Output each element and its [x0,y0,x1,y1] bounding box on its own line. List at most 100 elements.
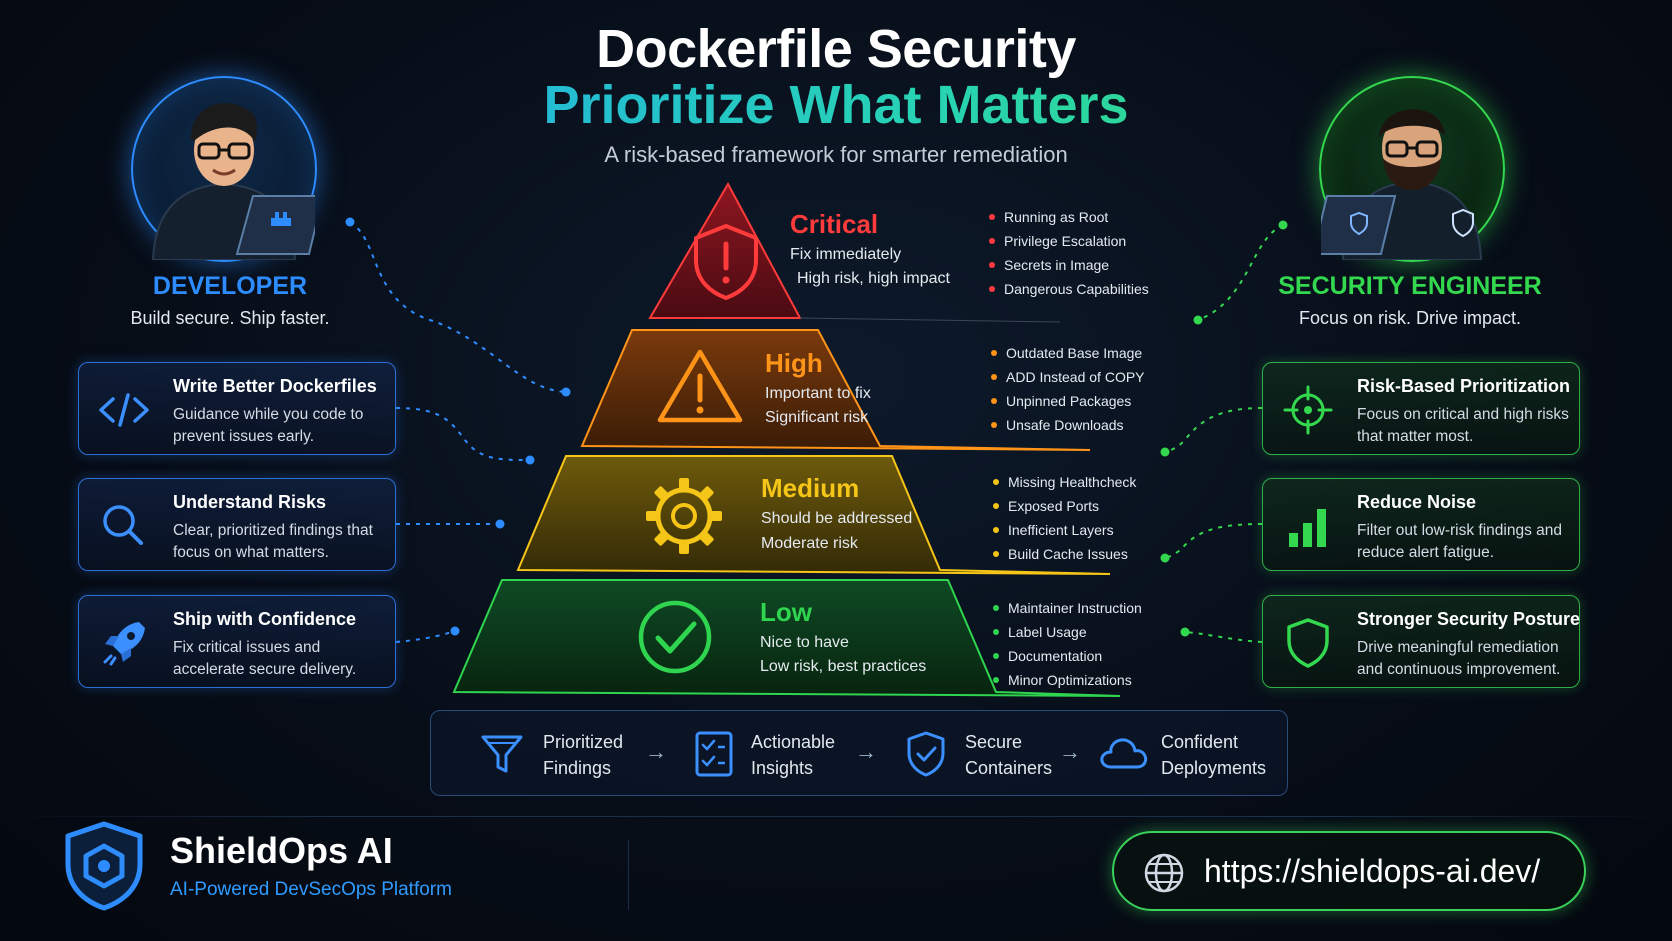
tier-low-line2: Low risk, best practices [760,658,927,675]
shield-alert-icon [694,224,758,300]
tier-high-line2: Significant risk [765,409,869,426]
connector-dot [450,626,460,636]
flow-step-3-line2: Containers [965,758,1053,778]
cloud-icon [1100,738,1148,769]
flow-step-4-line1: Confident [1161,732,1239,752]
pyramid-tier-low [452,579,1121,697]
engineer-connector [1197,224,1284,321]
security-engineer-illustration-icon [1311,109,1483,261]
connector-dot [1180,627,1190,637]
security-engineer-slogan: Focus on risk. Drive impact. [1298,308,1522,328]
list-item: Running as Root [988,205,1149,229]
code-icon [99,393,149,427]
tier-critical-line1: Fix immediately [790,246,902,263]
tier-medium-name: Medium [761,473,860,503]
connector-dot [1193,315,1203,325]
connector-dot [525,455,535,465]
shield-icon [1287,618,1329,668]
developer-card-write-dockerfiles: Write Better Dockerfiles Guidance while … [78,362,396,455]
developer-role: DEVELOPER [152,272,308,300]
flow-step-1-line1: Prioritized [543,732,624,752]
flow-arrow-icon: → [855,739,877,764]
developer-avatar [131,76,325,262]
brand-name: ShieldOps AI [170,830,393,871]
tier-high-line1: Important to fix [765,385,871,402]
connector-dot [1160,553,1170,563]
card-description: Drive meaningful remediation and continu… [1357,639,1561,678]
rocket-icon [103,622,145,666]
crosshair-icon [1283,385,1333,435]
tier-medium-line2: Moderate risk [761,535,858,552]
check-circle-icon [638,600,712,674]
card-description: Fix critical issues and accelerate secur… [173,639,357,678]
list-item: Maintainer Instruction [992,596,1142,620]
tier-critical-line2: High risk, high impact [797,270,950,287]
connector-dot [495,519,505,529]
developer-connector [349,221,567,393]
flow-step-4-line2: Deployments [1161,758,1267,778]
developer-card-ship-confidence: Ship with Confidence Fix critical issues… [78,595,396,688]
search-icon [103,505,143,545]
list-item: Missing Healthcheck [992,470,1136,494]
card-connector-1 [395,407,531,461]
flow-bar: Prioritized Findings → Actionable Insigh… [430,710,1288,796]
card-description: Focus on critical and high risks that ma… [1357,406,1569,445]
tier-medium-list: Missing Healthcheck Exposed Ports Ineffi… [992,470,1136,566]
card-title: Stronger Security Posture [1357,609,1581,629]
list-item: Build Cache Issues [992,542,1136,566]
website-link[interactable]: https://shieldops-ai.dev/ [1112,831,1586,911]
list-item: Exposed Ports [992,494,1136,518]
tier-low-name: Low [760,597,812,627]
card-title: Reduce Noise [1357,492,1477,512]
pyramid-tier-medium [516,455,1111,575]
security-engineer-avatar [1311,76,1505,262]
engineer-card-reduce-noise: Reduce Noise Filter out low-risk finding… [1262,478,1580,571]
list-item: Unsafe Downloads [990,413,1145,437]
shield-check-icon [907,731,945,777]
engineer-card-risk-prioritization: Risk-Based Prioritization Focus on criti… [1262,362,1580,455]
tier-low-list: Maintainer Instruction Label Usage Docum… [992,596,1142,692]
tier-critical-name: Critical [790,209,879,239]
list-item: Outdated Base Image [990,341,1145,365]
flow-step-2-line1: Actionable [751,732,836,752]
connector-dot [1278,220,1288,230]
bar-chart-icon [1289,509,1326,547]
developer-illustration-icon [151,102,325,261]
connector-dot [1160,447,1170,457]
tier-high-list: Outdated Base Image ADD Instead of COPY … [990,341,1145,437]
list-item: Label Usage [992,620,1142,644]
card-title: Risk-Based Prioritization [1357,376,1571,396]
warning-triangle-icon [657,349,743,423]
footer-separator [628,840,629,910]
connector-dot [561,387,571,397]
tier-low-line1: Nice to have [760,634,849,651]
card-description: Guidance while you code to prevent issue… [173,406,364,445]
developer-card-understand-risks: Understand Risks Clear, prioritized find… [78,478,396,571]
page-title: Dockerfile Security [596,19,1076,79]
list-item: Minor Optimizations [992,668,1142,692]
connector-dot [345,217,355,227]
shieldops-logo-icon [65,821,143,911]
tier-medium-line1: Should be addressed [761,510,913,527]
tagline: A risk-based framework for smarter remed… [604,142,1068,167]
card-connector-6 [1184,631,1263,643]
checklist-icon [695,731,733,777]
engineer-card-security-posture: Stronger Security Posture Drive meaningf… [1262,595,1580,688]
brand-tagline: AI-Powered DevSecOps Platform [170,879,452,900]
website-url[interactable]: https://shieldops-ai.dev/ [1204,853,1541,889]
card-title: Ship with Confidence [173,609,356,629]
list-item: Inefficient Layers [992,518,1136,542]
developer-slogan: Build secure. Ship faster. [130,308,330,328]
card-title: Understand Risks [173,492,327,512]
footer-divider [0,816,1672,817]
list-item: Documentation [992,644,1142,668]
flow-step-3-line1: Secure [965,732,1023,752]
card-description: Clear, prioritized findings that focus o… [173,522,373,561]
page-subtitle: Prioritize What Matters [0,74,1672,136]
flow-arrow-icon: → [645,739,667,764]
card-connector-3 [395,630,456,643]
globe-icon [1144,853,1184,893]
security-engineer-role: SECURITY ENGINEER [1278,272,1542,300]
